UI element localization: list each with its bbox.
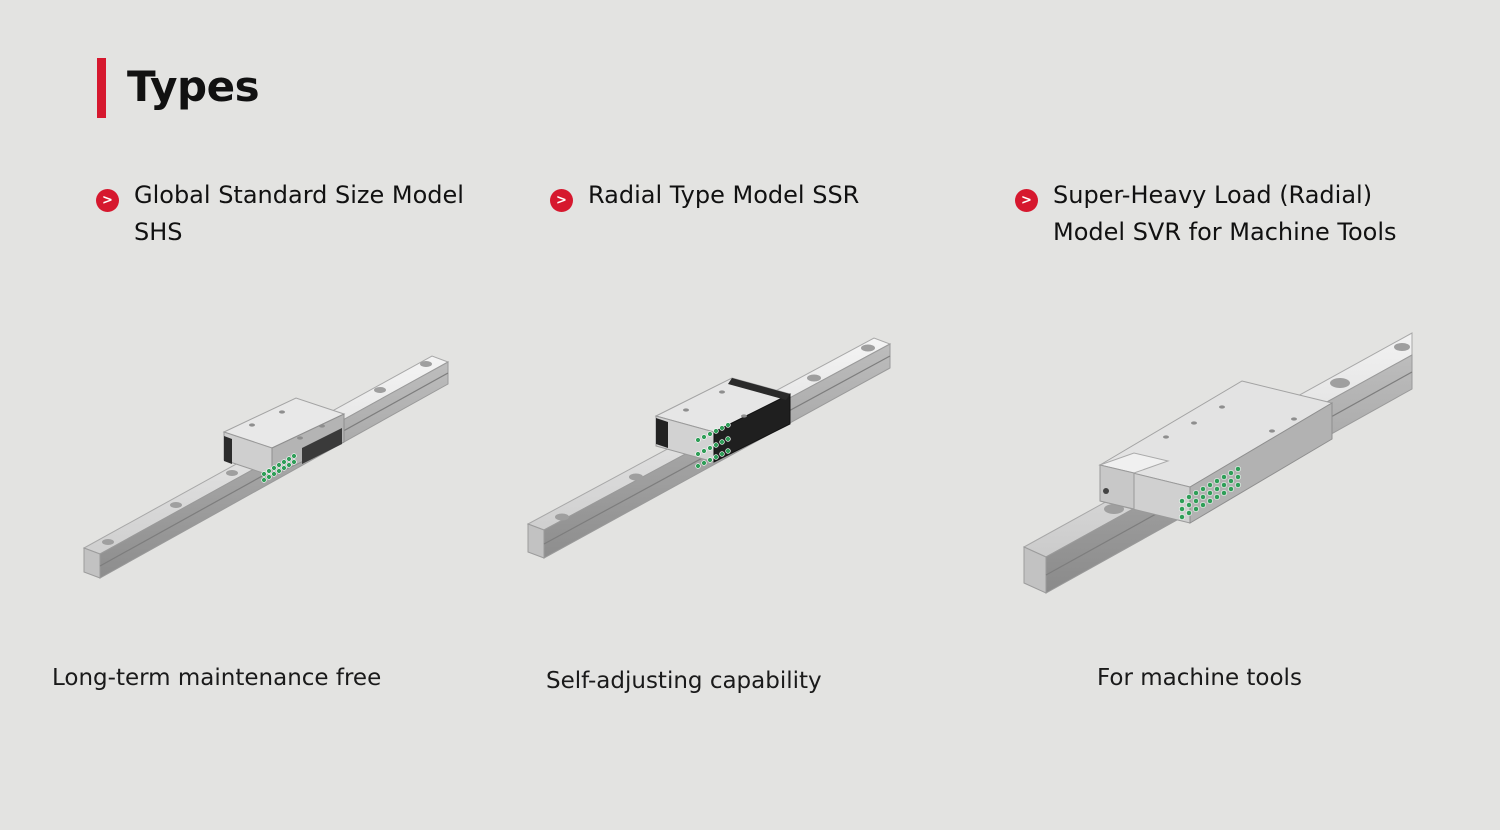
tap-hole (1163, 435, 1169, 439)
mounting-hole (374, 387, 386, 393)
chevron-right-icon: > (550, 189, 573, 212)
mounting-hole (807, 374, 821, 382)
mounting-hole (170, 502, 182, 508)
tap-hole (279, 410, 285, 414)
ball-recirculation (1179, 466, 1241, 520)
block-side (713, 393, 791, 463)
caption-shs: Long-term maintenance free (52, 665, 382, 691)
mounting-hole (1330, 378, 1350, 388)
type-name-line: Model SVR for Machine Tools (1053, 218, 1397, 246)
type-heading-svr: > Super-Heavy Load (Radial) Model SVR fo… (1015, 177, 1397, 251)
chevron-right-icon: > (96, 189, 119, 212)
mounting-hole (861, 344, 875, 352)
type-name-line: Global Standard Size Model (134, 181, 464, 209)
type-name-line: Radial Type Model SSR (588, 181, 860, 209)
mounting-hole (555, 513, 569, 521)
type-name-shs: Global Standard Size Model SHS (134, 177, 464, 251)
tap-hole (1219, 405, 1225, 409)
end-seal (656, 418, 668, 448)
linear-guide-shs-image (82, 355, 450, 579)
tap-hole (249, 423, 255, 427)
mounting-hole (102, 539, 114, 545)
ball-recirculation (261, 453, 297, 483)
rail-end (527, 523, 545, 559)
mounting-hole (1104, 504, 1124, 514)
tap-hole (1291, 417, 1297, 421)
title-accent-bar (97, 58, 106, 118)
page-title: Types (127, 62, 260, 111)
tap-hole (1191, 421, 1197, 425)
type-heading-shs: > Global Standard Size Model SHS (96, 177, 464, 251)
type-name-ssr: Radial Type Model SSR (588, 177, 859, 214)
grease-nipple (1103, 488, 1109, 494)
tap-hole (1269, 429, 1275, 433)
tap-hole (683, 408, 689, 412)
mounting-hole (420, 361, 432, 367)
linear-guide-ssr-image (526, 337, 892, 559)
linear-guide-svr-image (1022, 332, 1413, 594)
caption-ssr: Self-adjusting capability (546, 668, 822, 694)
mounting-hole (629, 473, 643, 481)
tap-hole (319, 424, 325, 428)
end-seal (728, 378, 790, 400)
end-seal (302, 428, 342, 464)
type-name-svr: Super-Heavy Load (Radial) Model SVR for … (1053, 177, 1397, 251)
type-name-line: Super-Heavy Load (Radial) (1053, 181, 1373, 209)
end-seal (224, 436, 232, 464)
mounting-hole (1394, 343, 1410, 351)
tap-hole (297, 436, 303, 440)
tap-hole (741, 414, 747, 418)
type-name-line: SHS (134, 218, 183, 246)
ball-recirculation (695, 422, 731, 469)
type-heading-ssr: > Radial Type Model SSR (550, 177, 859, 214)
end-cap (1099, 464, 1135, 510)
caption-svr: For machine tools (1097, 665, 1302, 691)
chevron-right-icon: > (1015, 189, 1038, 212)
mounting-hole (226, 470, 238, 476)
tap-hole (719, 390, 725, 394)
